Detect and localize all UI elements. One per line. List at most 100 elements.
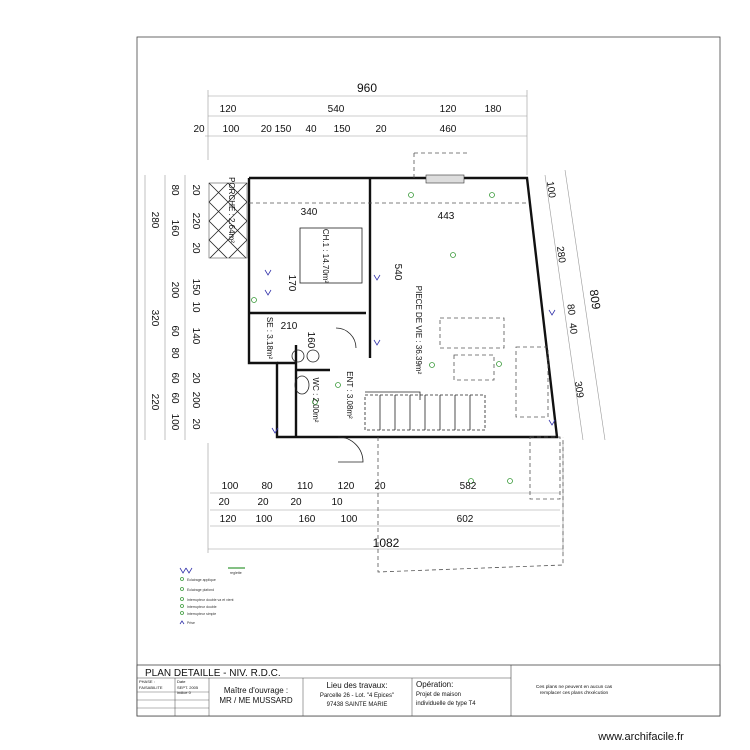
dim-left: 20	[190, 418, 201, 430]
double-switch-icon	[180, 604, 184, 608]
dim-bottom: 160	[299, 514, 316, 525]
dim-top: 120	[220, 104, 237, 115]
entrance-door	[337, 436, 364, 463]
dim-left: 100	[169, 414, 180, 431]
title-block: PLAN DETAILLE - NIV. R.D.C. PHASE : FAIS…	[136, 664, 721, 717]
wall-light-icon	[180, 577, 184, 581]
two-way-switch-icon	[180, 597, 184, 601]
dim-bottom: 100	[256, 514, 273, 525]
dim-bottom: 20	[290, 497, 302, 508]
armchairs	[515, 346, 549, 418]
dim-left: 60	[169, 372, 180, 384]
sheet-frame	[136, 36, 721, 717]
dim-bottom: 20	[374, 481, 386, 492]
dim-bottom: 120	[220, 514, 237, 525]
room-label-porche: PORCHE : 2.64m²	[227, 177, 236, 243]
dim-top: 540	[328, 104, 345, 115]
dim-top: 100	[223, 124, 240, 135]
table	[453, 354, 495, 381]
door-swing	[335, 327, 357, 349]
phase-label: PHASE :	[139, 679, 155, 684]
dim-bottom: 110	[297, 481, 313, 492]
dim-bottom-total: 1082	[373, 536, 400, 550]
dim-top-total: 960	[357, 81, 377, 95]
dim-piece-width: 443	[438, 211, 455, 222]
site-line1: Parcelle 26 - Lot. "4 Epices"	[320, 693, 394, 699]
room-label-ch1: CH.1 : 14.70m²	[321, 229, 330, 284]
legend-item: Eclairage applique	[187, 578, 216, 582]
room-label-wc: WC : 2.00m²	[311, 378, 320, 423]
dim-left: 80	[169, 184, 180, 196]
watermark: www.archifacile.fr	[597, 731, 684, 743]
dim-bottom: 20	[218, 497, 230, 508]
simple-switch-icon	[180, 611, 184, 615]
dim-left: 200	[169, 282, 180, 299]
dim-bottom: 20	[257, 497, 269, 508]
left-dimensions: 280 320 220 80 160 200 60 80 60 60 100 2…	[149, 184, 201, 430]
dim-top: 460	[440, 124, 457, 135]
dim-bottom: 602	[457, 514, 474, 525]
staircase	[364, 394, 486, 431]
dim-top: 20	[375, 124, 387, 135]
dim-right-total: 809	[587, 289, 604, 311]
operation-label: Opération:	[416, 680, 453, 689]
room-label-ent: ENT : 3.08m²	[345, 371, 354, 419]
room-label-se: SE : 3.18m²	[265, 317, 274, 360]
dim-top: 20 150	[261, 124, 292, 135]
dim-left: 20	[190, 184, 201, 196]
dim-ch1-width: 340	[301, 207, 318, 218]
dim-top: 180	[485, 104, 502, 115]
date-label: Date	[177, 679, 186, 684]
operation-line1: Projet de maison	[416, 692, 461, 698]
sheet-title: PLAN DETAILLE - NIV. R.D.C.	[145, 668, 281, 679]
dim-top: 120	[440, 104, 457, 115]
dim-left: 150	[190, 279, 201, 296]
toilet	[294, 375, 310, 395]
dim-top: 150	[334, 124, 351, 135]
dim-left: 60	[169, 392, 180, 404]
legend-item: Interrupteur double va et vient	[187, 598, 234, 602]
dim-left: 320	[149, 310, 160, 327]
owner-label: Maître d'ouvrage :	[224, 686, 288, 695]
dim-ch1-depth: 170	[286, 275, 297, 292]
dim-right: 280	[554, 246, 567, 264]
date-value: SEPT. 2005	[177, 685, 199, 690]
dim-right: 100	[544, 181, 557, 199]
site-line2: 97438 SAINTE MARIE	[327, 702, 388, 708]
disclaimer-line2: remplacer ces plans d'exécution	[540, 690, 609, 696]
dim-left: 220	[190, 213, 201, 230]
dim-bottom: 80	[261, 481, 273, 492]
electrical-symbols	[251, 192, 556, 484]
dim-left: 200	[190, 392, 201, 409]
dim-left: 20	[190, 242, 201, 254]
legend-item: Eclairage plafond	[187, 588, 214, 592]
dim-left: 80	[169, 347, 180, 359]
porche-hatch	[208, 182, 248, 259]
site-label: Lieu des travaux:	[327, 681, 388, 690]
dim-left: 60	[169, 325, 180, 337]
dim-bottom: 100	[222, 481, 239, 492]
sofa	[439, 317, 505, 349]
ceiling-light-icon	[180, 587, 184, 591]
dim-se-width: 210	[281, 321, 298, 332]
room-label-piece-de-vie: PIECE DE VIE : 36.39m²	[414, 286, 423, 375]
legend: reglette Eclairage applique Eclairage pl…	[179, 567, 245, 625]
dim-left: 280	[149, 212, 160, 229]
index-value: indice 0	[177, 690, 192, 695]
switch-icon	[179, 567, 193, 574]
dim-left: 20	[190, 372, 201, 384]
legend-item: Interrupteur double	[187, 605, 217, 609]
dim-bottom: 582	[460, 481, 477, 492]
bed	[299, 227, 363, 284]
dim-top: 40	[305, 124, 317, 135]
operation-line2: individuelle de type T4	[416, 701, 476, 707]
dim-left: 220	[149, 394, 160, 411]
dim-bottom: 100	[341, 514, 358, 525]
dim-piece-depth: 540	[392, 264, 403, 281]
furniture	[249, 152, 564, 573]
sink	[425, 174, 465, 184]
phase-value: FAISABILITE	[139, 685, 163, 690]
legend-item: Interrupteur simple	[187, 612, 216, 616]
dim-right: 80	[564, 303, 577, 316]
